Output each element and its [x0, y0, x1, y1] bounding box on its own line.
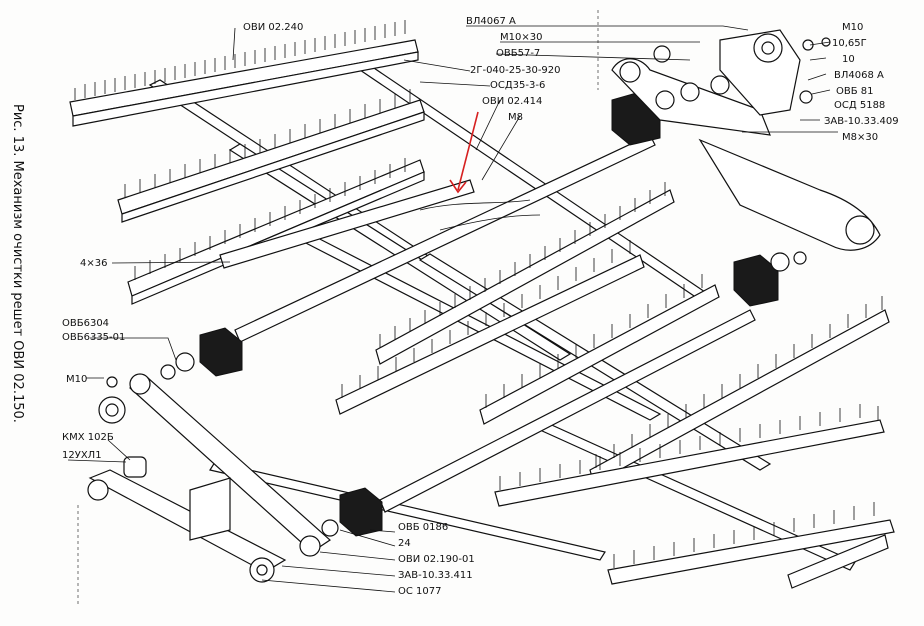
label-4x36: 4×36: [80, 258, 107, 269]
label-m10x30: М10×30: [500, 32, 542, 43]
label-24: 24: [398, 538, 411, 549]
label-2g-040: 2Г-040-25-30-920: [470, 65, 561, 76]
label-os1077: ОС 1077: [398, 586, 441, 597]
leader-lines: [67, 25, 838, 593]
label-ovi-02-414: ОВИ 02.414: [482, 96, 542, 107]
figure-caption: Рис. 13. Механизм очистки решет ОВИ 02.1…: [10, 104, 25, 423]
label-ovb6335-01: ОВБ6335-01: [62, 332, 125, 343]
label-ovb57-7: ОВБ57-7: [496, 48, 540, 59]
label-ovb0186: ОВБ 0186: [398, 522, 448, 533]
label-osd35-3-6: ОСД35-3-6: [490, 80, 545, 91]
label-ovb6304: ОВБ6304: [62, 318, 109, 329]
label-kmx-102b: КМХ 102Б: [62, 432, 114, 443]
label-10-65g: 10,65Г: [832, 38, 867, 49]
label-vl4067a: ВЛ4067 А: [466, 16, 516, 27]
axis-lines: [77, 10, 599, 606]
red-arrow-annotation: [449, 111, 479, 194]
label-ovb81: ОВБ 81: [836, 86, 874, 97]
drive-shafts: [234, 134, 756, 513]
label-10: 10: [842, 54, 855, 65]
lever-assembly: [87, 352, 339, 583]
label-m8: М8: [508, 112, 523, 123]
label-vl4068a: ВЛ4068 А: [834, 70, 884, 81]
label-m10-top: М10: [842, 22, 863, 33]
label-ovi-02-240: ОВИ 02.240: [243, 22, 303, 33]
crank-bracket: [611, 29, 881, 272]
label-zav-10-33-411: ЗАВ-10.33.411: [398, 570, 473, 581]
label-osd5188: ОСД 5188: [834, 100, 885, 111]
label-ovi-02-190-01: ОВИ 02.190-01: [398, 554, 475, 565]
label-m8x30: М8×30: [842, 132, 878, 143]
rubber-blocks: [199, 91, 779, 537]
label-m10-left: М10: [66, 374, 87, 385]
part-labels: ОВИ 02.240 ВЛ4067 А М10×30 ОВБ57-7 2Г-04…: [62, 16, 899, 597]
label-zav-10-33-409: ЗАВ-10.33.409: [824, 116, 899, 127]
label-12uhl1: 12УХЛ1: [62, 450, 102, 461]
